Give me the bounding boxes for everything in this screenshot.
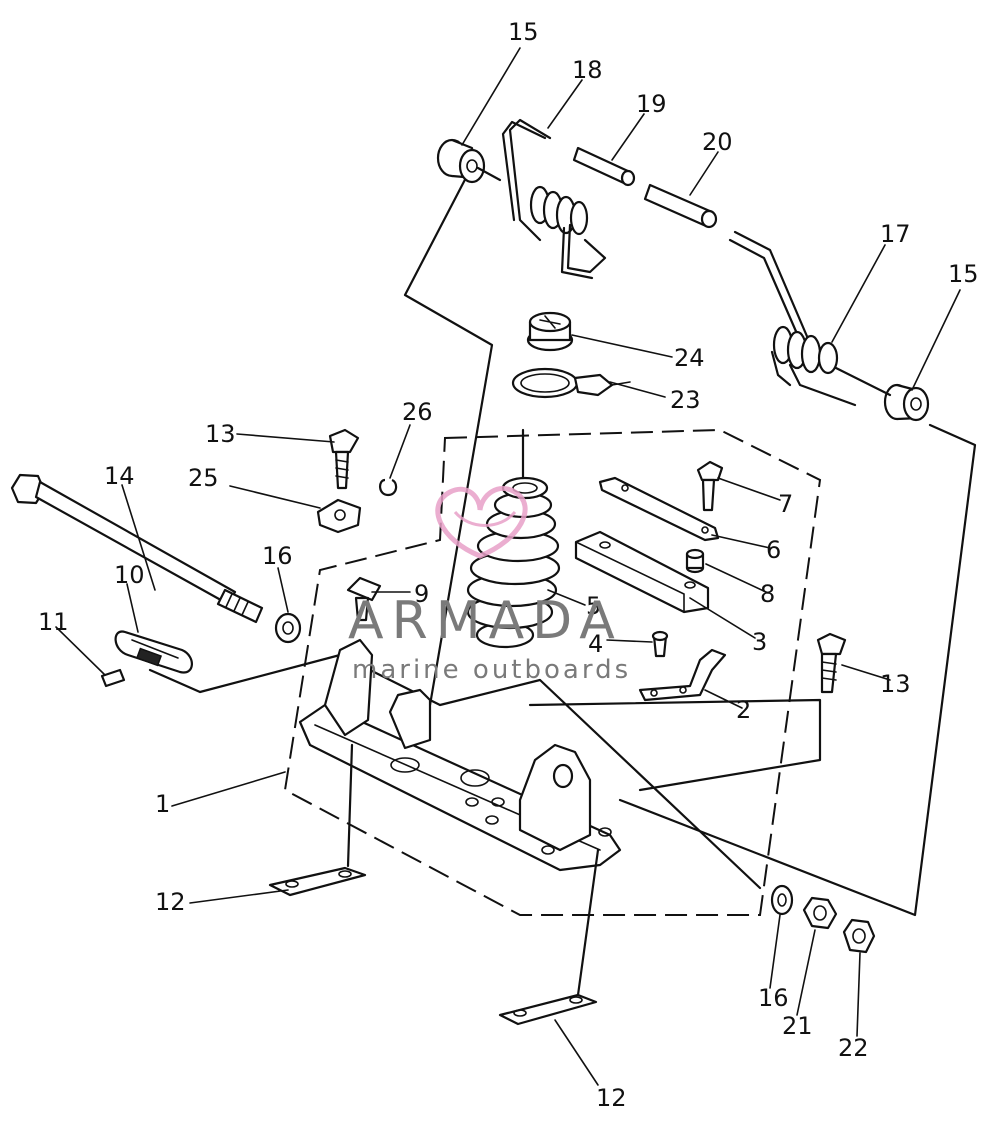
nut-21 — [802, 896, 838, 930]
spring-18 — [501, 118, 607, 280]
washer-left — [274, 612, 302, 644]
long-bolt — [10, 473, 264, 624]
watermark-logo-mark — [435, 486, 528, 559]
bushing-15-right — [883, 383, 930, 422]
spring-17 — [728, 230, 892, 407]
watermark-brand: ARMADA — [348, 591, 623, 651]
callout-16-left: 16 — [262, 542, 293, 570]
callout-17: 17 — [880, 220, 911, 248]
washer-right — [770, 884, 794, 916]
callout-20: 20 — [702, 128, 733, 156]
tube-20 — [643, 183, 718, 229]
bushing-15-left — [436, 138, 502, 184]
small-bracket — [346, 576, 382, 622]
pin — [100, 668, 126, 688]
gasket-right — [498, 848, 600, 1026]
collar — [685, 548, 705, 574]
callout-13-right: 13 — [880, 670, 911, 698]
tube-19 — [572, 146, 636, 187]
nut-22 — [842, 918, 876, 954]
flat-plate — [598, 476, 720, 542]
clevis-link — [114, 630, 193, 674]
grommet-cap — [526, 311, 574, 352]
bellows-boot — [466, 428, 561, 649]
guide-line-left — [403, 168, 494, 707]
callout-15-top: 15 — [508, 18, 539, 46]
callout-3: 3 — [752, 628, 767, 656]
guide-line-stud — [528, 698, 822, 792]
callout-7: 7 — [778, 490, 793, 518]
leader-lines — [55, 47, 961, 1086]
guide-line-right — [618, 423, 977, 917]
e-ring — [379, 478, 398, 497]
guide-line-rod — [148, 653, 762, 890]
watermark-tagline: marine outboards — [352, 655, 631, 685]
callout-11: 11 — [38, 608, 69, 636]
screw-4 — [651, 630, 669, 658]
band-clamp — [511, 367, 631, 399]
callout-labels: 1 2 3 4 5 6 7 8 9 10 11 12 12 13 13 14 1… — [38, 18, 979, 1112]
callout-24: 24 — [674, 344, 705, 372]
callout-6: 6 — [766, 536, 781, 564]
callout-2: 2 — [736, 696, 751, 724]
bolt-13-right — [816, 632, 847, 694]
bracket-clip — [316, 498, 362, 534]
callout-22: 22 — [838, 1034, 869, 1062]
callout-5: 5 — [586, 592, 601, 620]
gasket-left — [268, 743, 367, 897]
bolt-13-left — [328, 428, 360, 490]
bracket-plate — [638, 648, 727, 702]
bolt-7 — [696, 460, 724, 512]
callout-21: 21 — [782, 1012, 813, 1040]
callout-9: 9 — [414, 580, 429, 608]
block — [574, 530, 710, 614]
callout-19: 19 — [636, 90, 667, 118]
callout-26: 26 — [402, 398, 433, 426]
assembly-boundary — [283, 428, 822, 916]
base-bracket — [298, 638, 622, 872]
callout-15-right: 15 — [948, 260, 979, 288]
callout-25: 25 — [188, 464, 219, 492]
callout-8: 8 — [760, 580, 775, 608]
watermark: ARMADA marine outboards — [348, 486, 631, 685]
callout-12-right: 12 — [596, 1084, 627, 1112]
callout-18: 18 — [572, 56, 603, 84]
callout-12-left: 12 — [155, 888, 186, 916]
callout-10: 10 — [114, 561, 145, 589]
callout-13-left: 13 — [205, 420, 236, 448]
callout-16-right: 16 — [758, 984, 789, 1012]
callout-23: 23 — [670, 386, 701, 414]
callout-14: 14 — [104, 462, 135, 490]
callout-4: 4 — [588, 630, 603, 658]
callout-1: 1 — [155, 790, 170, 818]
